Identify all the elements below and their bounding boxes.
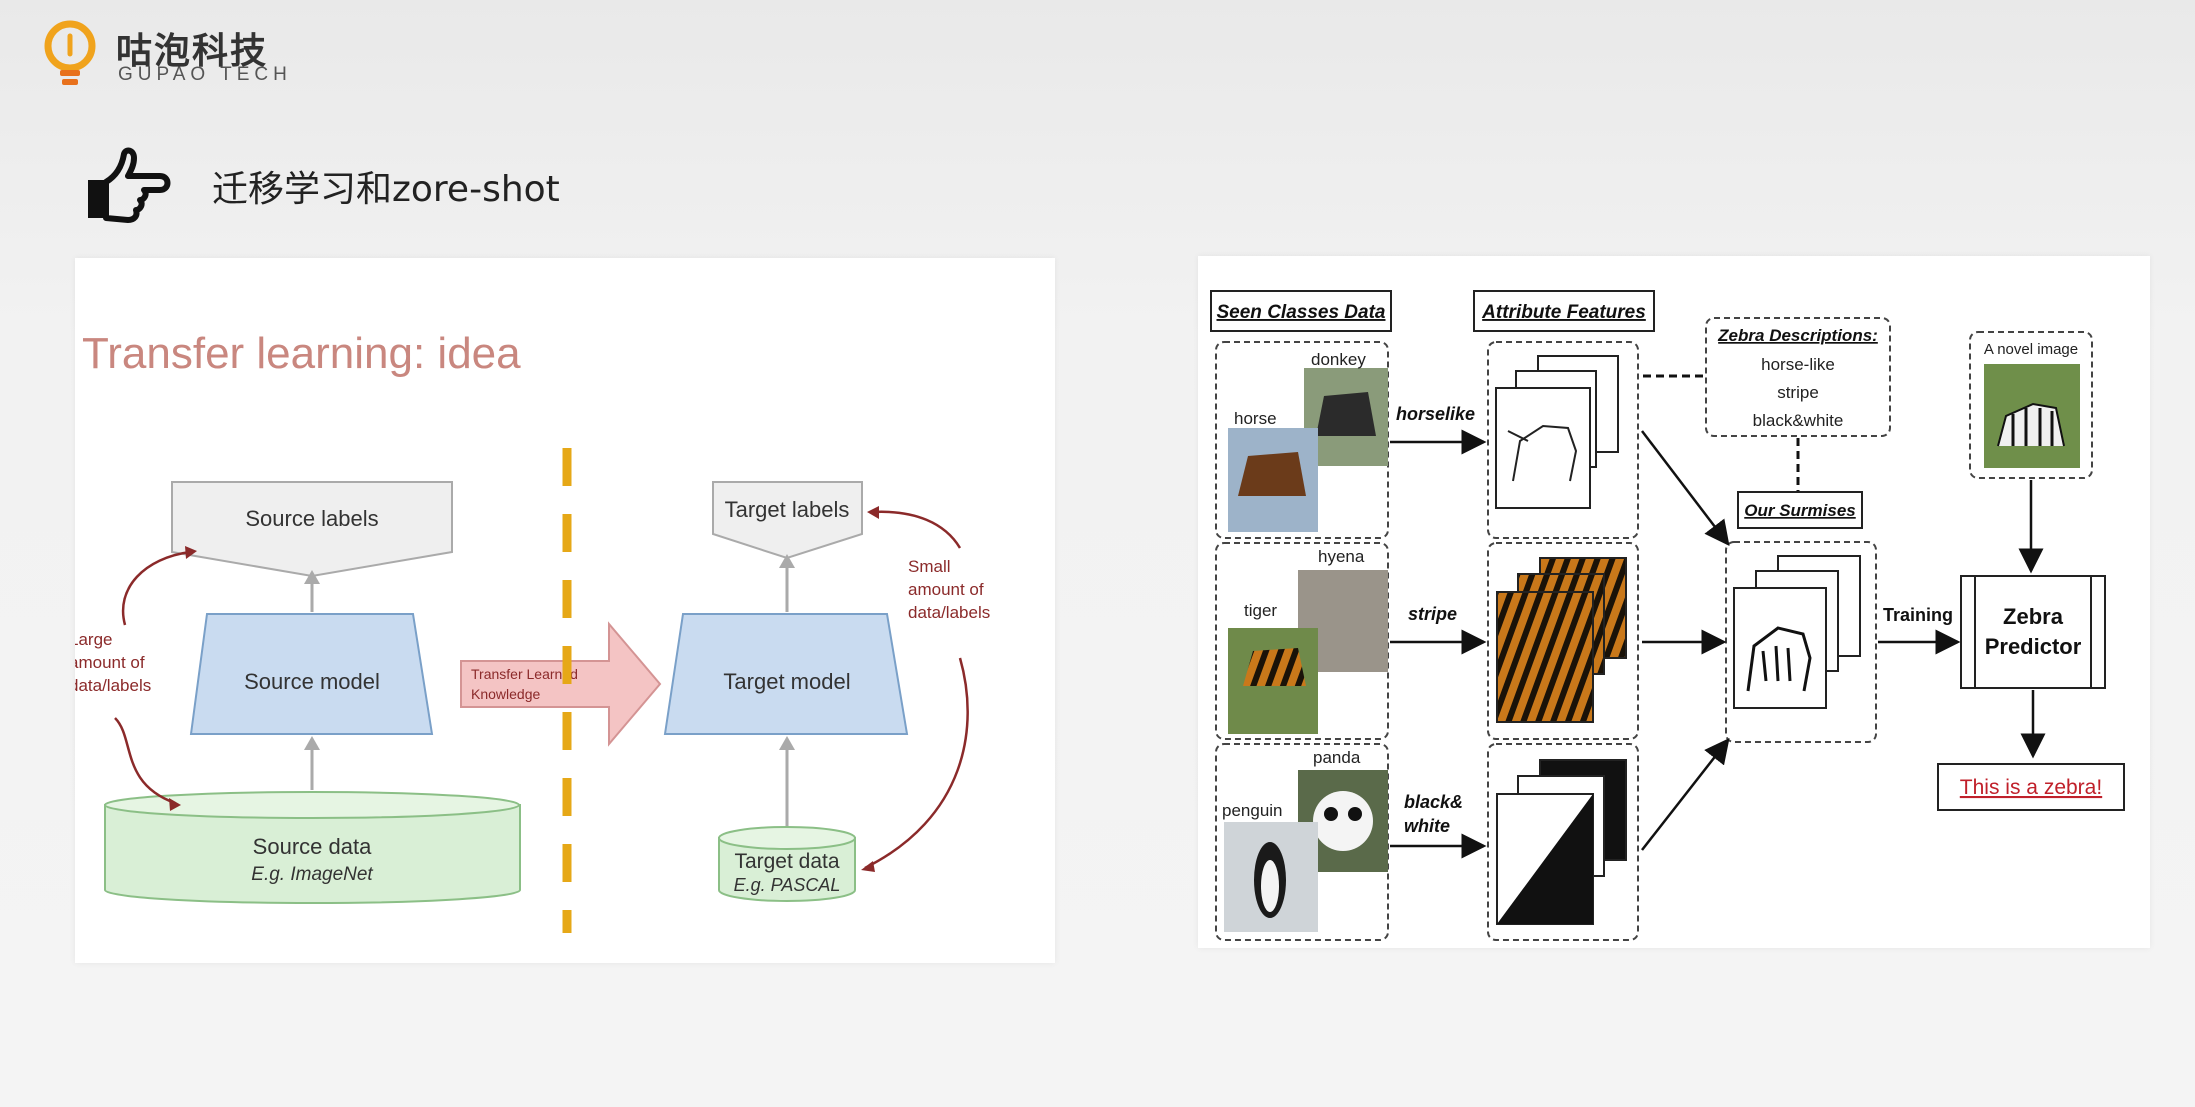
- large-amount-line1: Large: [75, 630, 112, 649]
- animal-horse: horse: [1234, 409, 1277, 428]
- target-labels-box: [712, 481, 863, 560]
- animal-panda: panda: [1313, 748, 1361, 767]
- large-amount-arrow-up: [121, 550, 191, 626]
- result-box: [1937, 763, 2125, 811]
- attr-box-blackwhite: [1487, 743, 1639, 941]
- zebra-desc-1: horse-like: [1761, 355, 1835, 374]
- attr-label-horselike: horselike: [1396, 404, 1475, 424]
- pointing-hand-icon: [82, 146, 172, 231]
- zebra-desc-3: black&white: [1753, 411, 1844, 430]
- predictor-line2: Predictor: [1985, 634, 2082, 659]
- novel-image-box: [1969, 331, 2093, 479]
- predictor-line1: Zebra: [2003, 604, 2064, 629]
- animal-donkey: donkey: [1311, 350, 1366, 369]
- attr-label-white: white: [1404, 816, 1450, 836]
- attr-label-stripe: stripe: [1408, 604, 1457, 624]
- large-amount-line2: amount of: [75, 653, 145, 672]
- transfer-text-line1: Transfer Learned: [471, 666, 578, 682]
- source-data-cylinder: [104, 791, 521, 905]
- animal-hyena: hyena: [1318, 547, 1365, 566]
- target-data-cylinder: [718, 826, 856, 902]
- small-amount-arrow-up: [872, 510, 962, 549]
- target-model-text: Target model: [723, 669, 850, 694]
- source-model-text: Source model: [244, 669, 380, 694]
- zebra-predictor-box[interactable]: [1960, 575, 2106, 689]
- small-amount-arrow-down: [864, 657, 969, 870]
- seen-classes-header: [1210, 290, 1392, 332]
- novel-image-label: A novel image: [1984, 341, 2078, 358]
- target-model-box: [663, 613, 909, 735]
- logo-text-en: GUPAO TECH: [118, 64, 292, 85]
- gupao-logo: [40, 14, 300, 94]
- large-amount-line3: data/labels: [75, 676, 151, 695]
- transfer-learning-panel: Transfer learning: idea Source labels So…: [69, 258, 1055, 963]
- attribute-features-header: [1473, 290, 1655, 332]
- zero-shot-panel: Seen Classes Data Attribute Features don…: [1198, 256, 2150, 948]
- stripe-texture: [1496, 591, 1594, 723]
- slide-title: 迁移学习和zore-shot: [212, 169, 560, 210]
- seen-classes-text: Seen Classes Data: [1217, 302, 1386, 323]
- zebra-desc-title: Zebra Descriptions:: [1717, 326, 1878, 345]
- target-labels-text: Target labels: [725, 497, 850, 522]
- result-text: This is a zebra!: [1960, 776, 2102, 799]
- zebra-descriptions-box: [1705, 317, 1891, 437]
- target-data-text: Target data: [734, 850, 839, 873]
- attr-box-stripe: [1487, 542, 1639, 740]
- source-data-example: E.g. ImageNet: [251, 864, 373, 885]
- diagram-title: Transfer learning: idea: [82, 329, 521, 378]
- animal-tiger: tiger: [1244, 601, 1277, 620]
- source-labels-text: Source labels: [245, 506, 378, 531]
- logo-text-cn: 咕泡科技: [116, 31, 269, 72]
- small-amount-line3: data/labels: [908, 603, 990, 622]
- training-label: Training: [1883, 605, 1953, 625]
- lightbulb-icon: [44, 20, 96, 85]
- our-surmises-text: Our Surmises: [1744, 501, 1856, 520]
- source-model-box: [189, 613, 434, 735]
- source-labels-box: [171, 481, 453, 578]
- small-amount-line2: amount of: [908, 580, 984, 599]
- source-data-text: Source data: [253, 834, 372, 859]
- animal-penguin: penguin: [1222, 801, 1283, 820]
- large-amount-arrow-down: [114, 717, 176, 805]
- transfer-text-line2: Knowledge: [471, 686, 540, 702]
- attr-box-horselike: [1487, 341, 1639, 539]
- zebra-desc-2: stripe: [1777, 383, 1819, 402]
- transfer-knowledge-arrow: [460, 621, 662, 747]
- attr-label-black: black&: [1404, 792, 1463, 812]
- small-amount-line1: Small: [908, 557, 951, 576]
- our-surmises-header: [1737, 491, 1863, 529]
- target-data-example: E.g. PASCAL: [734, 875, 841, 895]
- attribute-features-text: Attribute Features: [1481, 302, 1646, 323]
